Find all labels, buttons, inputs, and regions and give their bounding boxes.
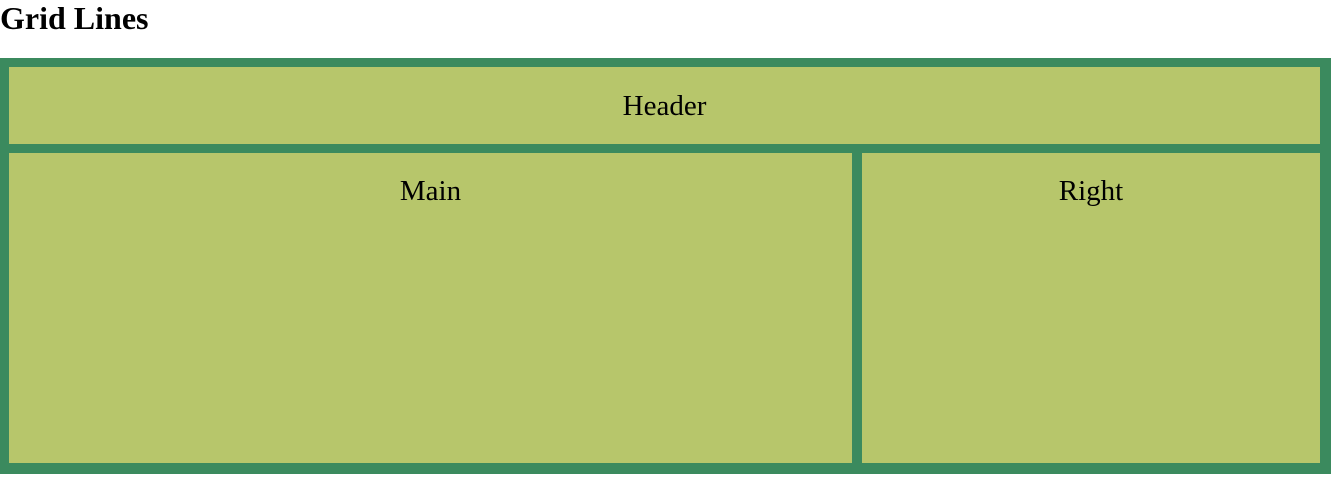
page-title: Grid Lines bbox=[0, 0, 149, 36]
grid-cell-right: Right bbox=[862, 153, 1320, 463]
header-label: Header bbox=[622, 90, 707, 122]
grid-container: Header Main Right bbox=[0, 58, 1331, 474]
grid-cell-header: Header bbox=[9, 67, 1320, 144]
grid-cell-main: Main bbox=[9, 153, 852, 463]
main-label: Main bbox=[399, 175, 462, 207]
right-label: Right bbox=[1058, 175, 1124, 207]
